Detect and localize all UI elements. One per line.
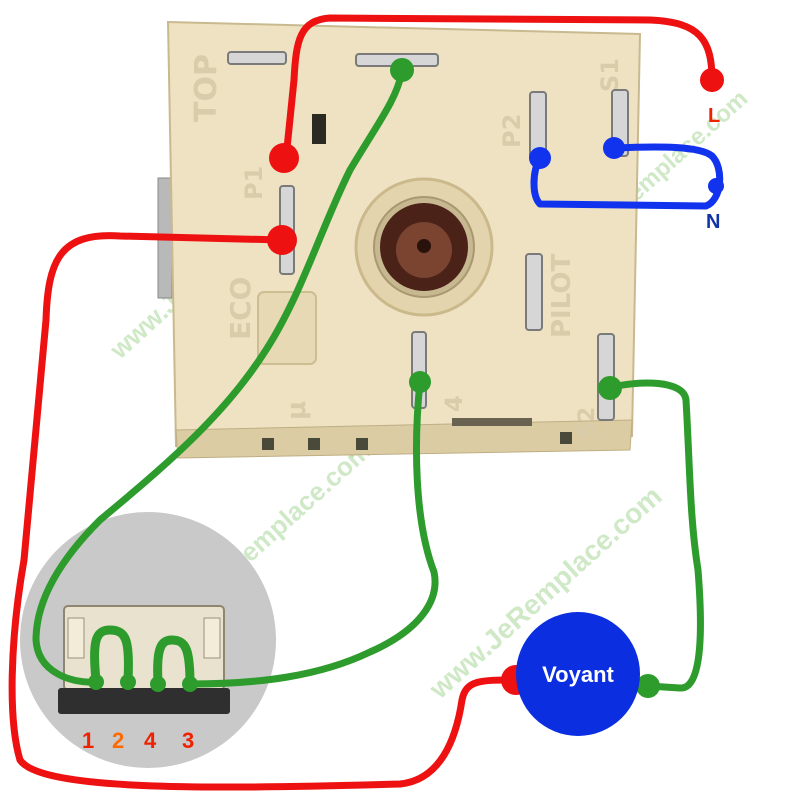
wire-live-heater [8, 232, 520, 791]
dot-pin-4 [150, 676, 166, 692]
dot-pin-3 [182, 676, 198, 692]
dot-terminal-top [269, 143, 299, 173]
indicator-light: Voyant [516, 612, 640, 736]
pin-label-1: 1 [82, 728, 94, 753]
terminal-pilot [525, 253, 543, 331]
pin-label-2: 2 [112, 728, 124, 753]
dot-pin-1 [88, 674, 104, 690]
marking-s2: S2 [575, 407, 600, 438]
wire-indicator [604, 379, 704, 692]
marking-mu: μ [282, 401, 312, 420]
shaft-center [417, 239, 431, 253]
pin-label-3: 3 [182, 728, 194, 753]
dot-pin-2 [120, 674, 136, 690]
wire-neutral-bridge [530, 143, 724, 210]
pin-labels: 1 2 4 3 [82, 728, 194, 753]
housing-groove [452, 418, 532, 426]
housing-hole [312, 114, 326, 144]
wires [8, 14, 724, 791]
marking-pilot: PILOT [547, 254, 577, 338]
dot-terminal-4 [409, 371, 431, 393]
terminal-top [227, 51, 287, 65]
connector-clip-left [67, 617, 85, 659]
housing-slot-2 [308, 438, 320, 450]
neutral-label: N [706, 211, 720, 233]
dot-line-source [700, 68, 724, 92]
bridge-pins-1-2 [90, 625, 133, 685]
indicator-label: Voyant [542, 662, 614, 687]
marking-four: 4 [440, 395, 468, 412]
dot-terminal-s2 [598, 376, 622, 400]
bridge-pins-4-3 [153, 635, 195, 689]
marking-top: TOP [189, 54, 224, 122]
connection-points [88, 58, 724, 698]
housing-slot-3 [356, 438, 368, 450]
dot-terminal-s1 [603, 137, 625, 159]
marking-eco: ECO [224, 277, 257, 340]
wire-load-terminal-2 [32, 68, 406, 686]
line-label: L [708, 105, 720, 127]
indicator-circle [516, 612, 640, 736]
connector-clip-right [203, 617, 221, 659]
connector-body [63, 605, 225, 691]
housing-slot-1 [262, 438, 274, 450]
pin-label-4: 4 [144, 728, 157, 753]
dot-indicator-load [636, 674, 660, 698]
marking-p2: P2 [498, 114, 526, 148]
dot-neutral-source [708, 178, 724, 194]
dot-terminal-p1 [267, 225, 297, 255]
housing-slot-4 [560, 432, 572, 444]
wire-live-supply [282, 14, 716, 162]
marking-s1: S1 [596, 58, 624, 92]
dot-terminal-p2 [529, 147, 551, 169]
heating-element-connector [20, 512, 276, 768]
connector-base [58, 688, 230, 714]
marking-p1: P1 [240, 166, 268, 200]
wire-load-terminal-4 [186, 378, 439, 688]
dot-terminal-2 [390, 58, 414, 82]
